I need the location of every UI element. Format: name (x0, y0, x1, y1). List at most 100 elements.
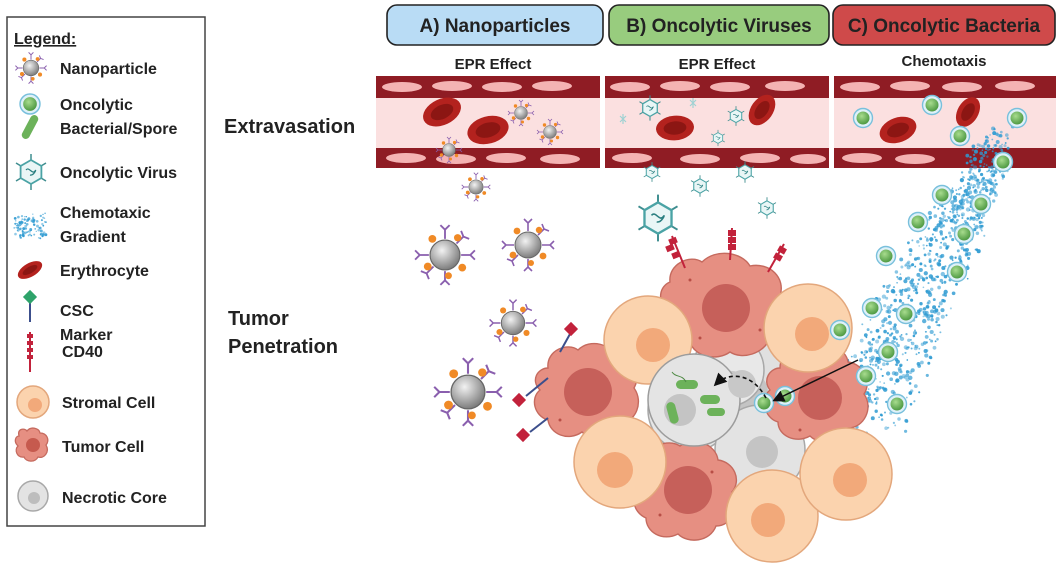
gradient-dot (975, 217, 979, 222)
gradient-dot (869, 319, 872, 321)
gradient-dot (899, 298, 902, 301)
gradient-dot (950, 219, 953, 223)
gradient-dot (44, 212, 46, 215)
gradient-dot (895, 380, 898, 383)
gradient-dot (922, 244, 925, 247)
gradient-dot (16, 222, 18, 225)
gradient-dot (892, 421, 896, 425)
bacterium (875, 245, 897, 267)
gradient-dot (972, 217, 975, 220)
gradient-dot (912, 334, 916, 338)
gradient-dot (922, 318, 927, 324)
gradient-dot (877, 365, 880, 368)
gradient-dot (30, 234, 33, 237)
gradient-dot (885, 296, 889, 300)
gradient-dot (924, 313, 926, 316)
gradient-dot (965, 192, 970, 197)
gradient-dot (909, 402, 913, 406)
gradient-dot (976, 143, 980, 147)
gradient-dot (981, 221, 984, 224)
panel-a-title: A) Nanoparticles (420, 16, 571, 37)
gradient-dot (980, 216, 983, 219)
gradient-dot (955, 282, 958, 286)
bacteria-icon (19, 93, 41, 139)
gradient-dot (932, 298, 936, 302)
gradient-dot (24, 222, 27, 225)
gradient-dot (982, 153, 986, 158)
gradient-dot (967, 256, 971, 260)
gradient-dot (994, 179, 997, 182)
gradient-dot (36, 224, 39, 228)
gradient-dot (894, 371, 899, 376)
gradient-dot (980, 156, 984, 161)
gradient-dot (914, 329, 916, 332)
vessel-a (376, 76, 600, 168)
legend: Legend: Nanoparticle Oncolytic Bacterial… (6, 16, 206, 527)
gradient-dot (883, 387, 888, 392)
bacterium (970, 193, 992, 215)
gradient-dot (943, 292, 946, 295)
gradient-dot (867, 388, 870, 390)
gradient-dot (939, 278, 944, 283)
gradient-dot (905, 419, 909, 423)
gradient-dot (895, 338, 898, 341)
gradient-dot (981, 213, 986, 218)
gradient-dot (969, 183, 973, 187)
gradient-dot (19, 236, 23, 239)
gradient-dot (899, 273, 902, 275)
gradient-dot (892, 325, 895, 328)
gradient-dot (918, 245, 921, 247)
gradient-dot (908, 323, 913, 328)
gradient-dot (921, 277, 925, 280)
gradient-dot (916, 282, 920, 285)
gradient-dot (984, 187, 987, 191)
gradient-dot (909, 280, 914, 285)
gradient-dot (875, 396, 879, 401)
gradient-dot (897, 367, 902, 371)
gradient-dot (17, 215, 20, 219)
gradient-dot (883, 382, 886, 384)
gradient-dot (926, 317, 931, 321)
gradient-dot (905, 396, 908, 399)
gradient-dot (938, 259, 942, 263)
gradient-dot (970, 164, 973, 167)
gradient-dot (989, 191, 993, 195)
gradient-dot (911, 263, 915, 267)
gradient-dot (937, 255, 939, 258)
gradient-dot (917, 351, 920, 354)
gradient-dot (939, 331, 942, 334)
gradient-dot (917, 278, 921, 281)
gradient-dot (935, 316, 940, 322)
gradient-dot (914, 288, 918, 292)
gradient-dot (927, 227, 930, 230)
gradient-dot (901, 301, 905, 305)
gradient-dot (928, 215, 932, 220)
panel-c-header (832, 4, 1056, 46)
bacterium (753, 392, 775, 414)
gradient-dot (42, 233, 45, 235)
gradient-dot (868, 347, 871, 350)
gradient-dot (998, 144, 1003, 150)
gradient-dot (923, 264, 926, 267)
gradient-dot (968, 170, 972, 174)
gradient-dot (850, 355, 853, 358)
gradient-dot (938, 216, 942, 220)
gradient-dot (992, 199, 996, 203)
gradient-dot (923, 253, 927, 257)
gradient-dot (966, 182, 970, 186)
gradient-dot (914, 258, 917, 261)
gradient-dot (925, 316, 928, 319)
gradient-dot (991, 160, 994, 163)
panel-headers: A) Nanoparticles B) Oncolytic Viruses C)… (386, 4, 1056, 73)
gradient-dot (973, 223, 976, 226)
gradient-dot (39, 229, 43, 233)
gradient-dot (955, 189, 958, 192)
gradient-dot (893, 298, 897, 303)
gradient-dot (913, 384, 918, 388)
gradient-dot (924, 330, 927, 333)
gradient-dot (981, 149, 984, 152)
gradient-dot (903, 345, 908, 350)
gradient-dot (965, 198, 968, 202)
gradient-dot (927, 292, 933, 297)
penetration-arrows (713, 359, 859, 402)
